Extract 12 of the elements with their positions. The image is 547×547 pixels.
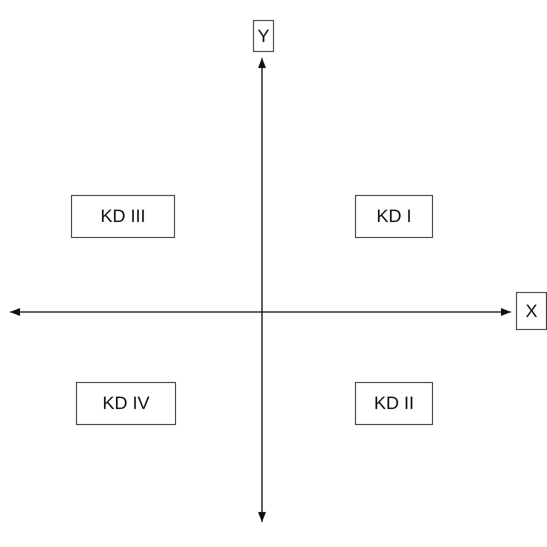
box-label: KD II (374, 393, 414, 414)
quadrant-box (355, 195, 433, 238)
box-label: KD I (376, 206, 412, 227)
quadrant-box (71, 195, 175, 238)
box-label: Y (257, 26, 270, 46)
quadrant-box (76, 382, 176, 425)
box-label: X (525, 300, 538, 322)
axis-label-box (253, 20, 274, 52)
box-label: KD III (100, 206, 146, 227)
quadrant-box (355, 382, 433, 425)
box-label: KD IV (102, 393, 150, 414)
axis-label-box (516, 292, 547, 330)
